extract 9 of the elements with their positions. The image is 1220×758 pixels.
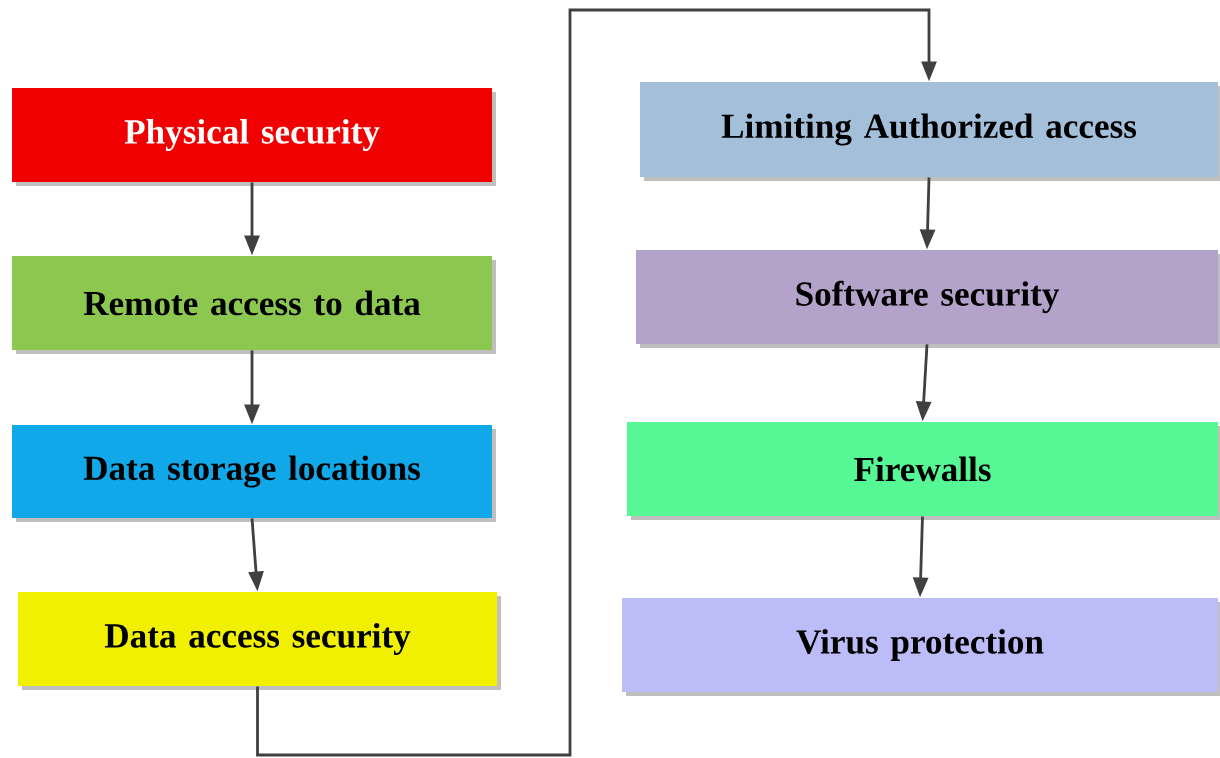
process-box: Virus protection	[622, 598, 1220, 696]
process-box: Remote access to data	[12, 256, 496, 354]
process-box: Data access security	[18, 592, 501, 690]
process-box: Software security	[636, 250, 1220, 348]
process-box: Firewalls	[627, 422, 1220, 520]
process-box: Limiting Authorized access	[640, 82, 1220, 181]
arrow	[256, 8, 937, 757]
process-box: Physical security	[12, 88, 496, 186]
process-box: Data storage locations	[12, 425, 496, 522]
